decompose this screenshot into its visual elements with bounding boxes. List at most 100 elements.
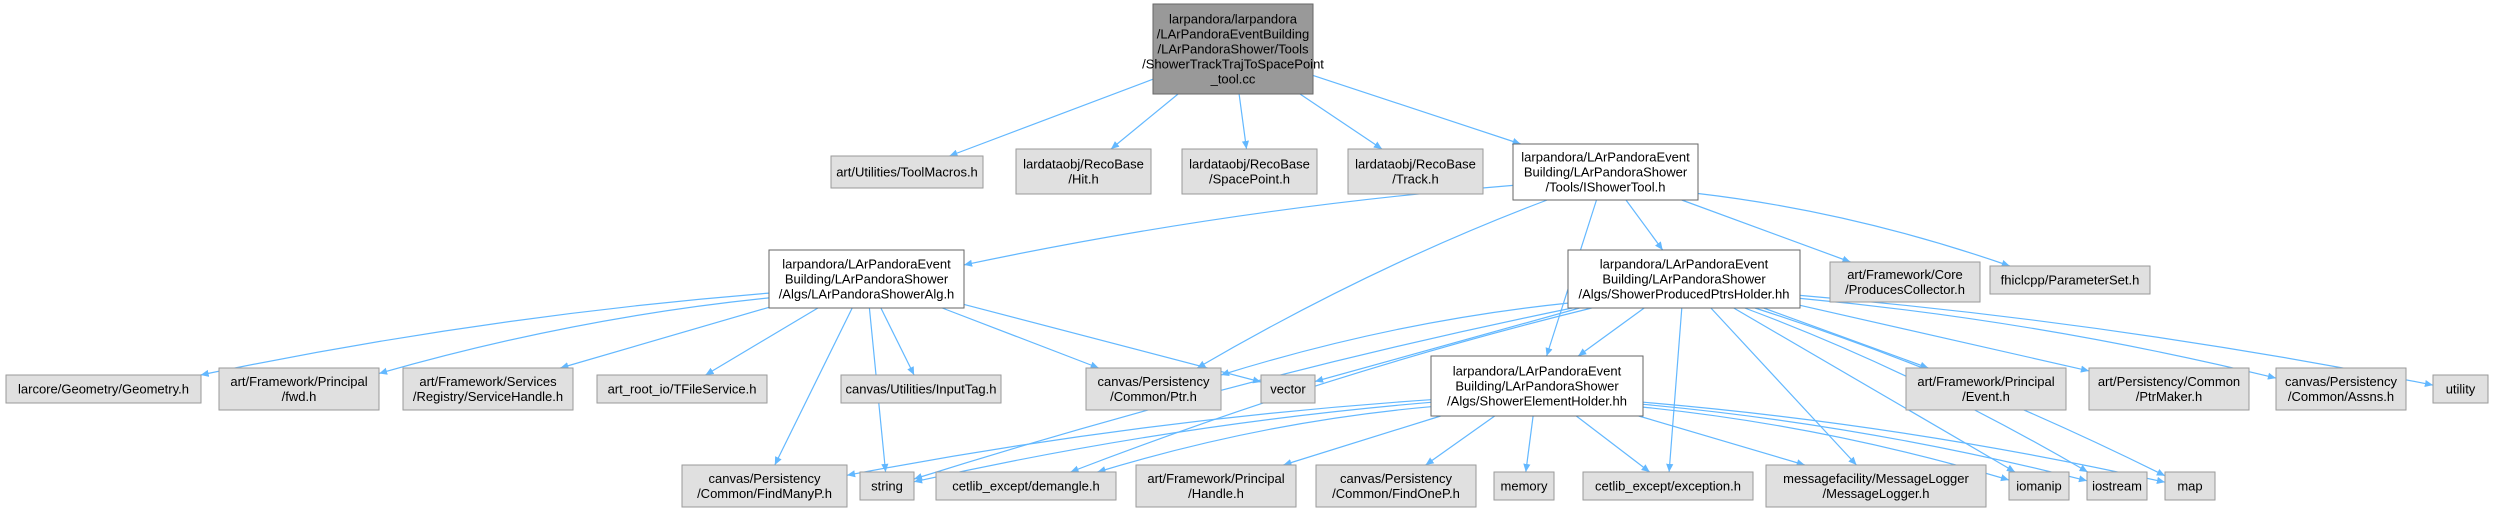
node-iostream[interactable]: iostream [2086, 471, 2148, 501]
edge-ishowertool-to-producescollector [1681, 199, 1851, 263]
node-findmanyp-label-line: canvas/Persistency [709, 471, 821, 486]
node-iostream-box [2086, 471, 2148, 501]
node-iomanip-label-line: iomanip [2016, 479, 2062, 494]
node-root-label-line: /LArPandoraEventBuilding [1157, 27, 1310, 42]
node-ishowertool[interactable]: larpandora/LArPandoraEventBuilding/LArPa… [1512, 143, 1699, 201]
node-handle-label-line: /Handle.h [1188, 486, 1244, 501]
edge-elementholder-to-findonep [1425, 415, 1496, 466]
node-geometry-label-line: larcore/Geometry/Geometry.h [18, 382, 189, 397]
node-vector-box [1260, 374, 1316, 404]
node-elementholder-box [1430, 355, 1644, 417]
node-elementholder-label-line: larpandora/LArPandoraEvent [1453, 364, 1622, 379]
node-demangle[interactable]: cetlib_except/demangle.h [935, 471, 1117, 501]
node-spacepoint-label-line: lardataobj/RecoBase [1189, 157, 1310, 172]
node-producescollector[interactable]: art/Framework/Core/ProducesCollector.h [1829, 261, 1981, 303]
edge-ishowertool-to-ptr [1196, 199, 1548, 369]
node-handle[interactable]: art/Framework/Principal/Handle.h [1135, 464, 1297, 508]
edge-elementholder-to-findmanyp [846, 399, 1432, 478]
node-elementholder-label-line: Building/LArPandoraShower [1455, 379, 1619, 394]
node-iomanip[interactable]: iomanip [2008, 471, 2070, 501]
node-spacepoint[interactable]: lardataobj/RecoBase/SpacePoint.h [1181, 148, 1318, 195]
node-utility-label-line: utility [2446, 382, 2476, 397]
node-findmanyp[interactable]: canvas/Persistency/Common/FindManyP.h [681, 464, 848, 508]
node-findonep-label-line: /Common/FindOneP.h [1332, 486, 1460, 501]
node-showeralg-label-line: Building/LArPandoraShower [785, 272, 949, 287]
node-vector[interactable]: vector [1260, 374, 1316, 404]
node-messagelogger[interactable]: messagefacility/MessageLogger/MessageLog… [1765, 464, 1987, 508]
edge-producedptrs-to-exception [1666, 307, 1683, 473]
node-ptr-label-line: canvas/Persistency [1098, 374, 1210, 389]
edge-elementholder-to-demangle [1097, 406, 1432, 474]
node-geometry[interactable]: larcore/Geometry/Geometry.h [5, 374, 202, 404]
node-ptr-label-line: /Common/Ptr.h [1110, 389, 1197, 404]
node-exception[interactable]: cetlib_except/exception.h [1582, 471, 1754, 501]
node-showeralg-label-line: larpandora/LArPandoraEvent [782, 257, 951, 272]
node-ptrmaker-box [2088, 367, 2250, 411]
node-fwd-label-line: /fwd.h [282, 389, 317, 404]
node-memory[interactable]: memory [1493, 471, 1555, 501]
edge-showeralg-to-geometry [200, 292, 770, 377]
node-string-box [859, 471, 915, 501]
node-ptrmaker[interactable]: art/Persistency/Common/PtrMaker.h [2088, 367, 2250, 411]
node-producedptrs-label-line: /Algs/ShowerProducedPtrsHolder.hh [1578, 287, 1789, 302]
node-ptrmaker-label-line: art/Persistency/Common [2098, 374, 2240, 389]
edge-producedptrs-to-event [1763, 307, 1929, 369]
node-exception-label-line: cetlib_except/exception.h [1595, 479, 1741, 494]
node-geometry-box [5, 374, 202, 404]
node-hit-label-line: /Hit.h [1068, 172, 1098, 187]
node-ptr[interactable]: canvas/Persistency/Common/Ptr.h [1085, 367, 1222, 411]
node-tfileservice[interactable]: art_root_io/TFileService.h [596, 374, 768, 404]
edge-producedptrs-to-iomanip [1733, 307, 2016, 473]
node-findonep[interactable]: canvas/Persistency/Common/FindOneP.h [1315, 464, 1477, 508]
node-hit-label-line: lardataobj/RecoBase [1023, 157, 1144, 172]
edge-showeralg-to-inputtag [880, 307, 915, 376]
node-assns[interactable]: canvas/Persistency/Common/Assns.h [2275, 367, 2407, 411]
edge-producedptrs-to-string [913, 307, 1573, 481]
node-parameterset[interactable]: fhiclcpp/ParameterSet.h [1989, 265, 2151, 295]
node-map-box [2164, 471, 2216, 501]
node-showeralg-label-line: /Algs/LArPandoraShowerAlg.h [779, 287, 955, 302]
node-servicehandle-box [402, 367, 574, 411]
node-toolmacros-box [830, 155, 984, 189]
node-event-label-line: art/Framework/Principal [1917, 374, 2054, 389]
edge-producedptrs-to-assns [1799, 297, 2277, 380]
node-ishowertool-label-line: larpandora/LArPandoraEvent [1521, 150, 1690, 165]
edge-producedptrs-to-vector [1314, 307, 1580, 383]
edge-producedptrs-to-elementholder [1577, 307, 1645, 357]
edge-root-to-track [1299, 93, 1383, 150]
node-utility[interactable]: utility [2432, 374, 2489, 404]
node-producescollector-box [1829, 261, 1981, 303]
node-producescollector-label-line: /ProducesCollector.h [1845, 282, 1965, 297]
node-map[interactable]: map [2164, 471, 2216, 501]
node-servicehandle[interactable]: art/Framework/Services/Registry/ServiceH… [402, 367, 574, 411]
edge-root-to-ishowertool [1312, 74, 1521, 145]
edge-elementholder-to-messagelogger [1638, 415, 1805, 467]
node-producescollector-label-line: art/Framework/Core [1847, 267, 1963, 282]
node-fwd[interactable]: art/Framework/Principal/fwd.h [218, 367, 380, 411]
node-root-box [1152, 3, 1314, 95]
node-track-label-line: /Track.h [1392, 172, 1438, 187]
edge-showeralg-to-fwd [378, 297, 770, 375]
edge-producedptrs-to-messagelogger [1710, 307, 1857, 466]
node-inputtag-box [840, 374, 1002, 404]
node-hit[interactable]: lardataobj/RecoBase/Hit.h [1015, 148, 1152, 195]
node-vector-label-line: vector [1270, 382, 1306, 397]
node-toolmacros[interactable]: art/Utilities/ToolMacros.h [830, 155, 984, 189]
node-string[interactable]: string [859, 471, 915, 501]
node-showeralg[interactable]: larpandora/LArPandoraEventBuilding/LArPa… [768, 249, 965, 309]
node-inputtag-label-line: canvas/Utilities/InputTag.h [845, 382, 996, 397]
edge-ishowertool-to-parameterset [1697, 192, 2010, 267]
node-producedptrs[interactable]: larpandora/LArPandoraEventBuilding/LArPa… [1567, 249, 1801, 309]
nodes: larpandora/larpandora/LArPandoraEventBui… [5, 3, 2489, 508]
edge-elementholder-to-handle [1283, 415, 1441, 467]
node-memory-box [1493, 471, 1555, 501]
node-elementholder[interactable]: larpandora/LArPandoraEventBuilding/LArPa… [1430, 355, 1644, 417]
node-track[interactable]: lardataobj/RecoBase/Track.h [1347, 148, 1484, 195]
node-event[interactable]: art/Framework/Principal/Event.h [1905, 367, 2067, 411]
edge-elementholder-to-iostream [1642, 403, 2088, 483]
node-inputtag[interactable]: canvas/Utilities/InputTag.h [840, 374, 1002, 404]
node-root[interactable]: larpandora/larpandora/LArPandoraEventBui… [1142, 3, 1324, 95]
node-spacepoint-label-line: /SpacePoint.h [1209, 172, 1290, 187]
node-tfileservice-label-line: art_root_io/TFileService.h [608, 382, 757, 397]
